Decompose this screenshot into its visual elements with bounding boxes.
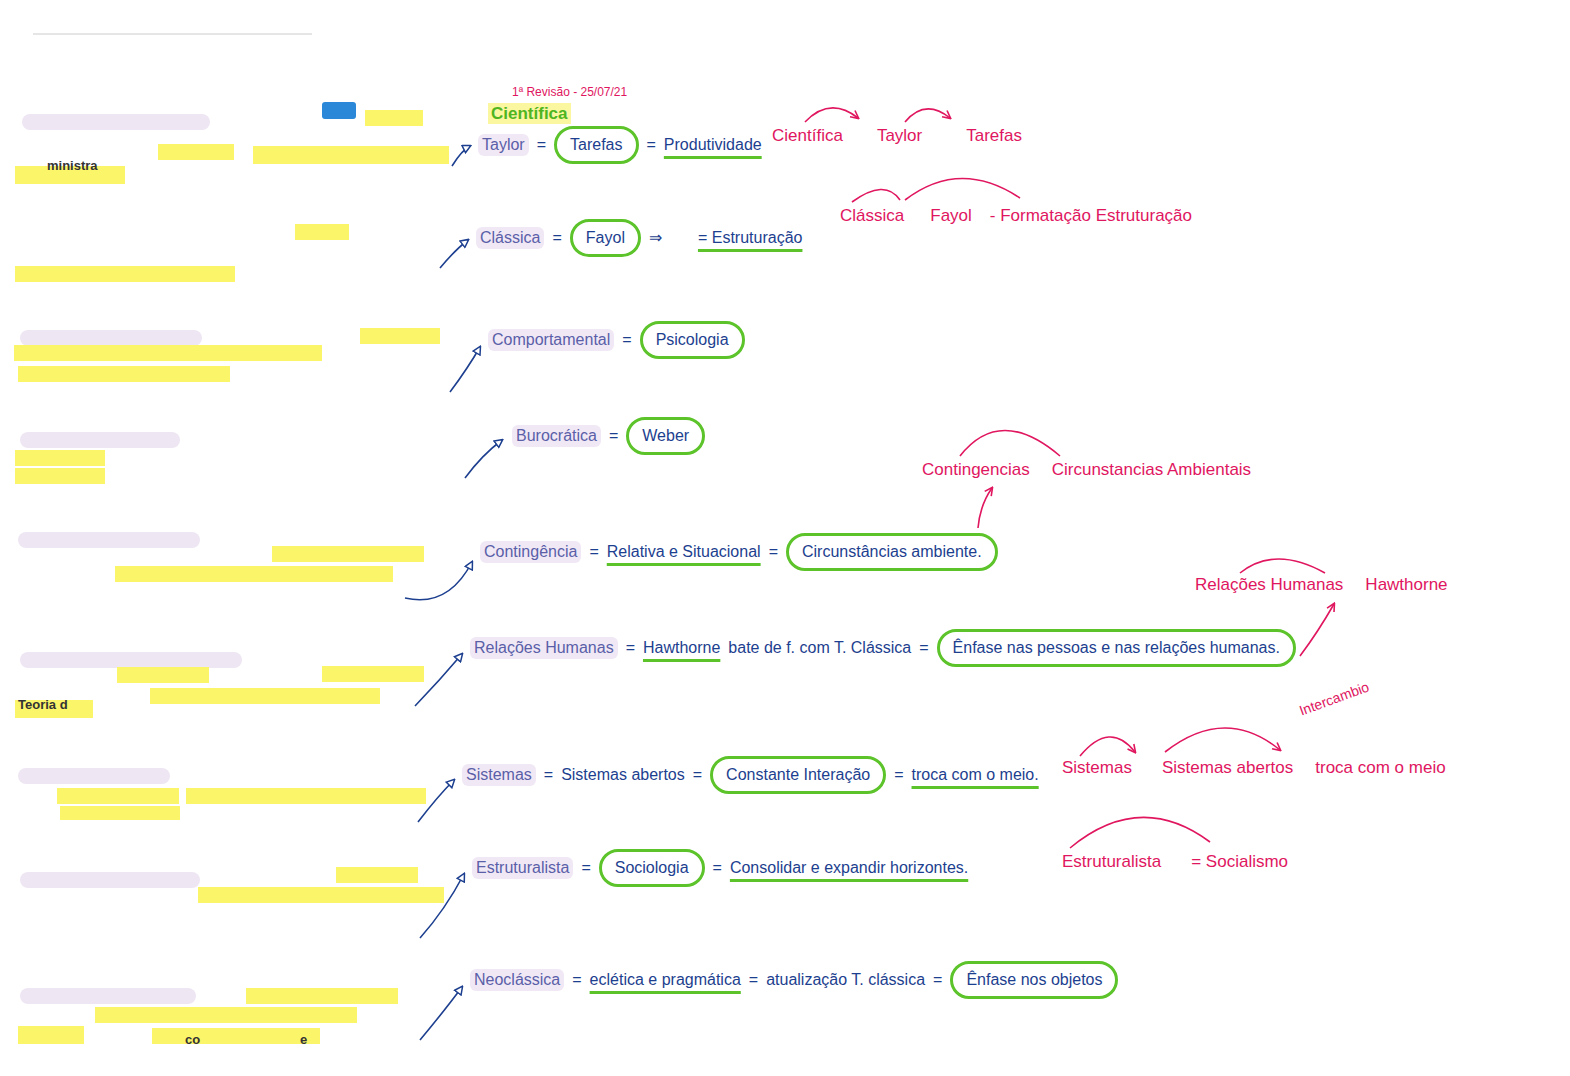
review-note: - Formatação Estruturação (990, 205, 1192, 226)
review-note: Sistemas (1062, 757, 1132, 778)
review-note: Relações Humanas (1195, 574, 1343, 595)
panel-fragment: Teoria d (18, 697, 68, 713)
note-text: = (552, 228, 561, 248)
theory-name: Neoclássica (470, 969, 564, 991)
circled-term: Sociologia (599, 849, 705, 887)
panel-fragment: e (300, 1032, 307, 1048)
review-note: Fayol (930, 205, 972, 226)
node-text: Tarefas (570, 136, 622, 153)
review-note: Sistemas abertos (1162, 757, 1293, 778)
circled-term: Weber (626, 417, 705, 455)
review-note: Circunstancias Ambientais (1052, 459, 1251, 480)
review-note: Tarefas (966, 125, 1022, 146)
underlined-text: troca com o meio. (912, 765, 1039, 785)
theory-name: Sistemas (462, 764, 536, 786)
node-text: Sociologia (615, 859, 689, 876)
underlined-text: Consolidar e expandir horizontes. (730, 858, 968, 878)
review-note: 1ª Revisão - 25/07/21 (512, 85, 627, 100)
underlined-text: Hawthorne (643, 638, 720, 658)
underlined-text: eclética e pragmática (590, 970, 741, 990)
underlined-text: Produtividade (664, 135, 762, 155)
pink-arcs (805, 108, 1334, 848)
review-note: Estruturalista (1062, 851, 1161, 872)
note-text: atualização T. clássica (766, 970, 925, 990)
note-text: = (572, 970, 581, 990)
review-note: Científica (772, 125, 843, 146)
highlight-tag: Científica (488, 103, 571, 124)
circled-term: Circunstâncias ambiente. (786, 533, 998, 571)
note-text: = (749, 970, 758, 990)
panel-fragment: co (185, 1032, 200, 1048)
note-text: = (919, 638, 928, 658)
circled-term: Ênfase nas pessoas e nas relações humana… (937, 629, 1296, 667)
note-text: = (769, 542, 778, 562)
note-text: = (581, 858, 590, 878)
panel-fragment: ministra (47, 158, 98, 174)
note-text: bate de f. com T. Clássica (728, 638, 911, 658)
theory-name: Comportamental (488, 329, 614, 351)
node-text: Constante Interação (726, 766, 870, 783)
note-text: = (693, 765, 702, 785)
review-note: Contingencias (922, 459, 1030, 480)
branch-arrows (405, 146, 502, 1040)
review-note: = Socialismo (1191, 851, 1288, 872)
theory-name: Clássica (476, 227, 544, 249)
node-text: Ênfase nos objetos (966, 971, 1102, 988)
note-text: = (622, 330, 631, 350)
theory-name: Estruturalista (472, 857, 573, 879)
node-text: Fayol (586, 229, 625, 246)
review-note: Hawthorne (1365, 574, 1447, 595)
node-text: Weber (642, 427, 689, 444)
node-text: Psicologia (656, 331, 729, 348)
note-text: = (713, 858, 722, 878)
note-text: Sistemas abertos (561, 765, 685, 785)
circled-term: Psicologia (640, 321, 745, 359)
review-note: Intercambio (1297, 679, 1372, 720)
node-text: Circunstâncias ambiente. (802, 543, 982, 560)
circled-term: Constante Interação (710, 756, 886, 794)
note-text: = (626, 638, 635, 658)
underlined-text: Relativa e Situacional (607, 542, 761, 562)
review-note: troca com o meio (1315, 757, 1445, 778)
node-text: Ênfase nas pessoas e nas relações humana… (953, 639, 1280, 656)
circled-term: Ênfase nos objetos (950, 961, 1118, 999)
left-panel (14, 34, 449, 1044)
circled-term: Fayol (570, 219, 641, 257)
theory-name: Contingência (480, 541, 581, 563)
theory-name: Burocrática (512, 425, 601, 447)
note-text: = (589, 542, 598, 562)
note-text: = (609, 426, 618, 446)
note-text: = (647, 135, 656, 155)
review-note: Taylor (877, 125, 922, 146)
circled-term: Tarefas (554, 126, 638, 164)
review-note: Clássica (840, 205, 904, 226)
note-text: = (544, 765, 553, 785)
note-text: = (933, 970, 942, 990)
note-text: = (894, 765, 903, 785)
theory-name: Taylor (478, 134, 529, 156)
underlined-text: = Estruturação (698, 228, 803, 248)
theory-name: Relações Humanas (470, 637, 618, 659)
note-text: ⇒ (649, 228, 662, 248)
note-text: = (537, 135, 546, 155)
